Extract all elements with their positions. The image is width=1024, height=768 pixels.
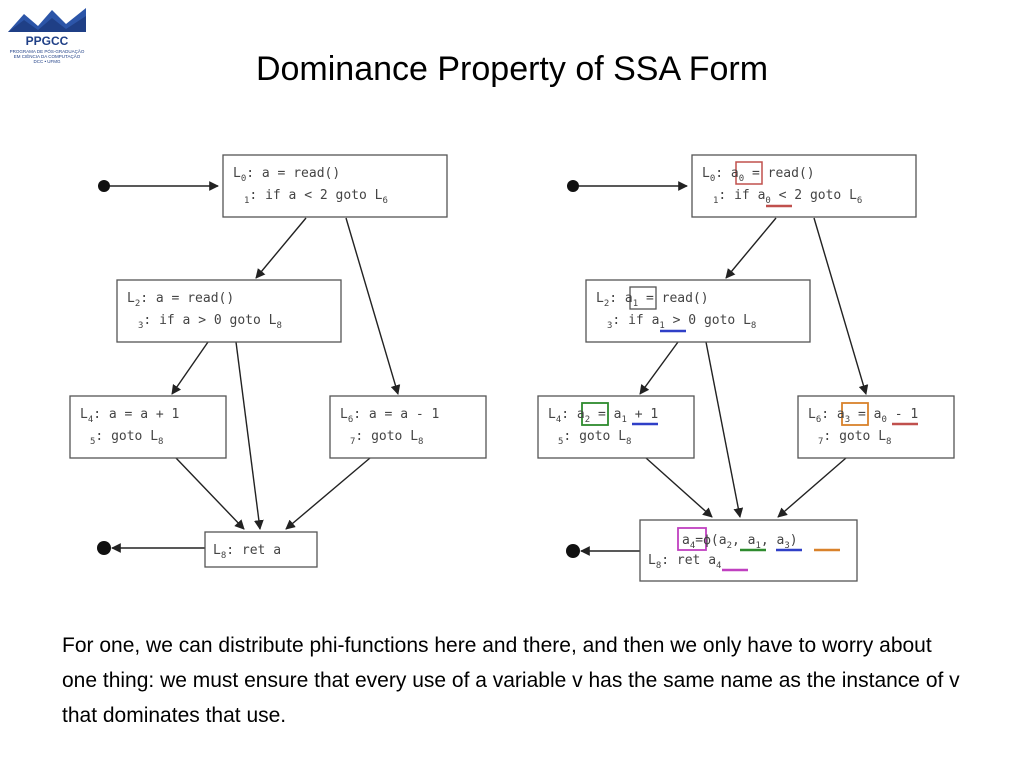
l4-line-1: L4: a = a + 1: [80, 407, 179, 425]
slide-body-text: For one, we can distribute phi-functions…: [62, 634, 960, 727]
r-l6-line-2: 7: goto L8: [818, 429, 891, 447]
right-block-l0: L0: a0 = read() 1: if a0 < 2 goto L6: [691, 154, 917, 218]
left-block-l0: L0: a = read() 1: if a < 2 goto L6: [222, 154, 448, 218]
right-exit-node: [566, 544, 580, 558]
right-block-l2: L2: a1 = read() 3: if a1 > 0 goto L8: [585, 279, 811, 343]
r-l0-line-1: L0: a0 = read(): [702, 166, 815, 184]
logo-name: PPGCC: [25, 34, 69, 48]
right-edge-l2-l4: [639, 341, 679, 395]
logo-line-3: DCC • UFMG: [33, 59, 61, 64]
left-edge-l2-l8: [235, 341, 264, 530]
def-box-a0: [735, 161, 763, 185]
l2-line-1: L2: a = read(): [127, 291, 234, 309]
def-box-a4: [677, 527, 707, 551]
left-edge-l2-l4: [171, 341, 209, 395]
ret-line: L8: ret a4: [648, 553, 721, 571]
l6-line-2: 7: goto L8: [350, 429, 423, 447]
left-exit-node: [97, 541, 111, 555]
right-block-l4: L4: a2 = a1 + 1 5: goto L8: [537, 395, 695, 459]
left-entry-node: [98, 180, 110, 192]
right-edge-l2-l8: [705, 341, 744, 518]
left-edge-l6-l8: [285, 457, 371, 530]
ppgcc-logo: PPGCC PROGRAMA DE PÓS-GRADUAÇÃO EM CIÊNC…: [4, 2, 94, 68]
phi-line: a4=ϕ(a2, a1, a3): [682, 533, 798, 551]
right-cfg: L0: a0 = read() 1: if a0 < 2 goto L6 L2:…: [537, 154, 955, 582]
l2-line-2: 3: if a > 0 goto L8: [138, 313, 282, 331]
right-edge-l6-l8: [777, 457, 847, 518]
left-block-l2: L2: a = read() 3: if a > 0 goto L8: [116, 279, 342, 343]
r-l2-line-2: 3: if a1 > 0 goto L8: [607, 313, 756, 331]
logo-line-2: EM CIÊNCIA DA COMPUTAÇÃO: [13, 54, 81, 59]
r-l2-line-1: L2: a1 = read(): [596, 291, 709, 309]
l8-line-1: L8: ret a: [213, 543, 281, 561]
right-edge-l4-l8: [645, 457, 713, 518]
l6-line-1: L6: a = a - 1: [340, 407, 439, 425]
r-l4-line-2: 5: goto L8: [558, 429, 631, 447]
left-block-l8: L8: ret a: [204, 531, 318, 568]
left-edge-l0-l2: [255, 217, 307, 279]
def-box-a1: [629, 286, 657, 310]
right-edge-l0-l6: [813, 217, 869, 395]
r-l0-line-2: 1: if a0 < 2 goto L6: [713, 188, 862, 206]
left-block-l4: L4: a = a + 1 5: goto L8: [69, 395, 227, 459]
right-entry-node: [567, 180, 579, 192]
right-block-l6: L6: a3 = a0 - 1 7: goto L8: [797, 395, 955, 459]
r-l6-line-1: L6: a3 = a0 - 1: [808, 407, 918, 425]
right-edge-l0-l2: [725, 217, 777, 279]
left-cfg: L0: a = read() 1: if a < 2 goto L6 L2: a…: [69, 154, 487, 568]
left-edge-l0-l6: [345, 217, 401, 395]
l0-line-1: L0: a = read(): [233, 166, 340, 184]
left-block-l6: L6: a = a - 1 7: goto L8: [329, 395, 487, 459]
logo-emblem: [8, 8, 86, 32]
l0-line-2: 1: if a < 2 goto L6: [244, 188, 388, 206]
def-box-a3: [841, 402, 869, 426]
r-l4-line-1: L4: a2 = a1 + 1: [548, 407, 658, 425]
logo-line-1: PROGRAMA DE PÓS-GRADUAÇÃO: [9, 49, 85, 54]
right-block-l8: a4=ϕ(a2, a1, a3) L8: ret a4: [639, 519, 858, 582]
slide-title: Dominance Property of SSA Form: [255, 50, 769, 88]
l4-line-2: 5: goto L8: [90, 429, 163, 447]
left-edge-l4-l8: [175, 457, 245, 530]
def-box-a2: [581, 402, 609, 426]
